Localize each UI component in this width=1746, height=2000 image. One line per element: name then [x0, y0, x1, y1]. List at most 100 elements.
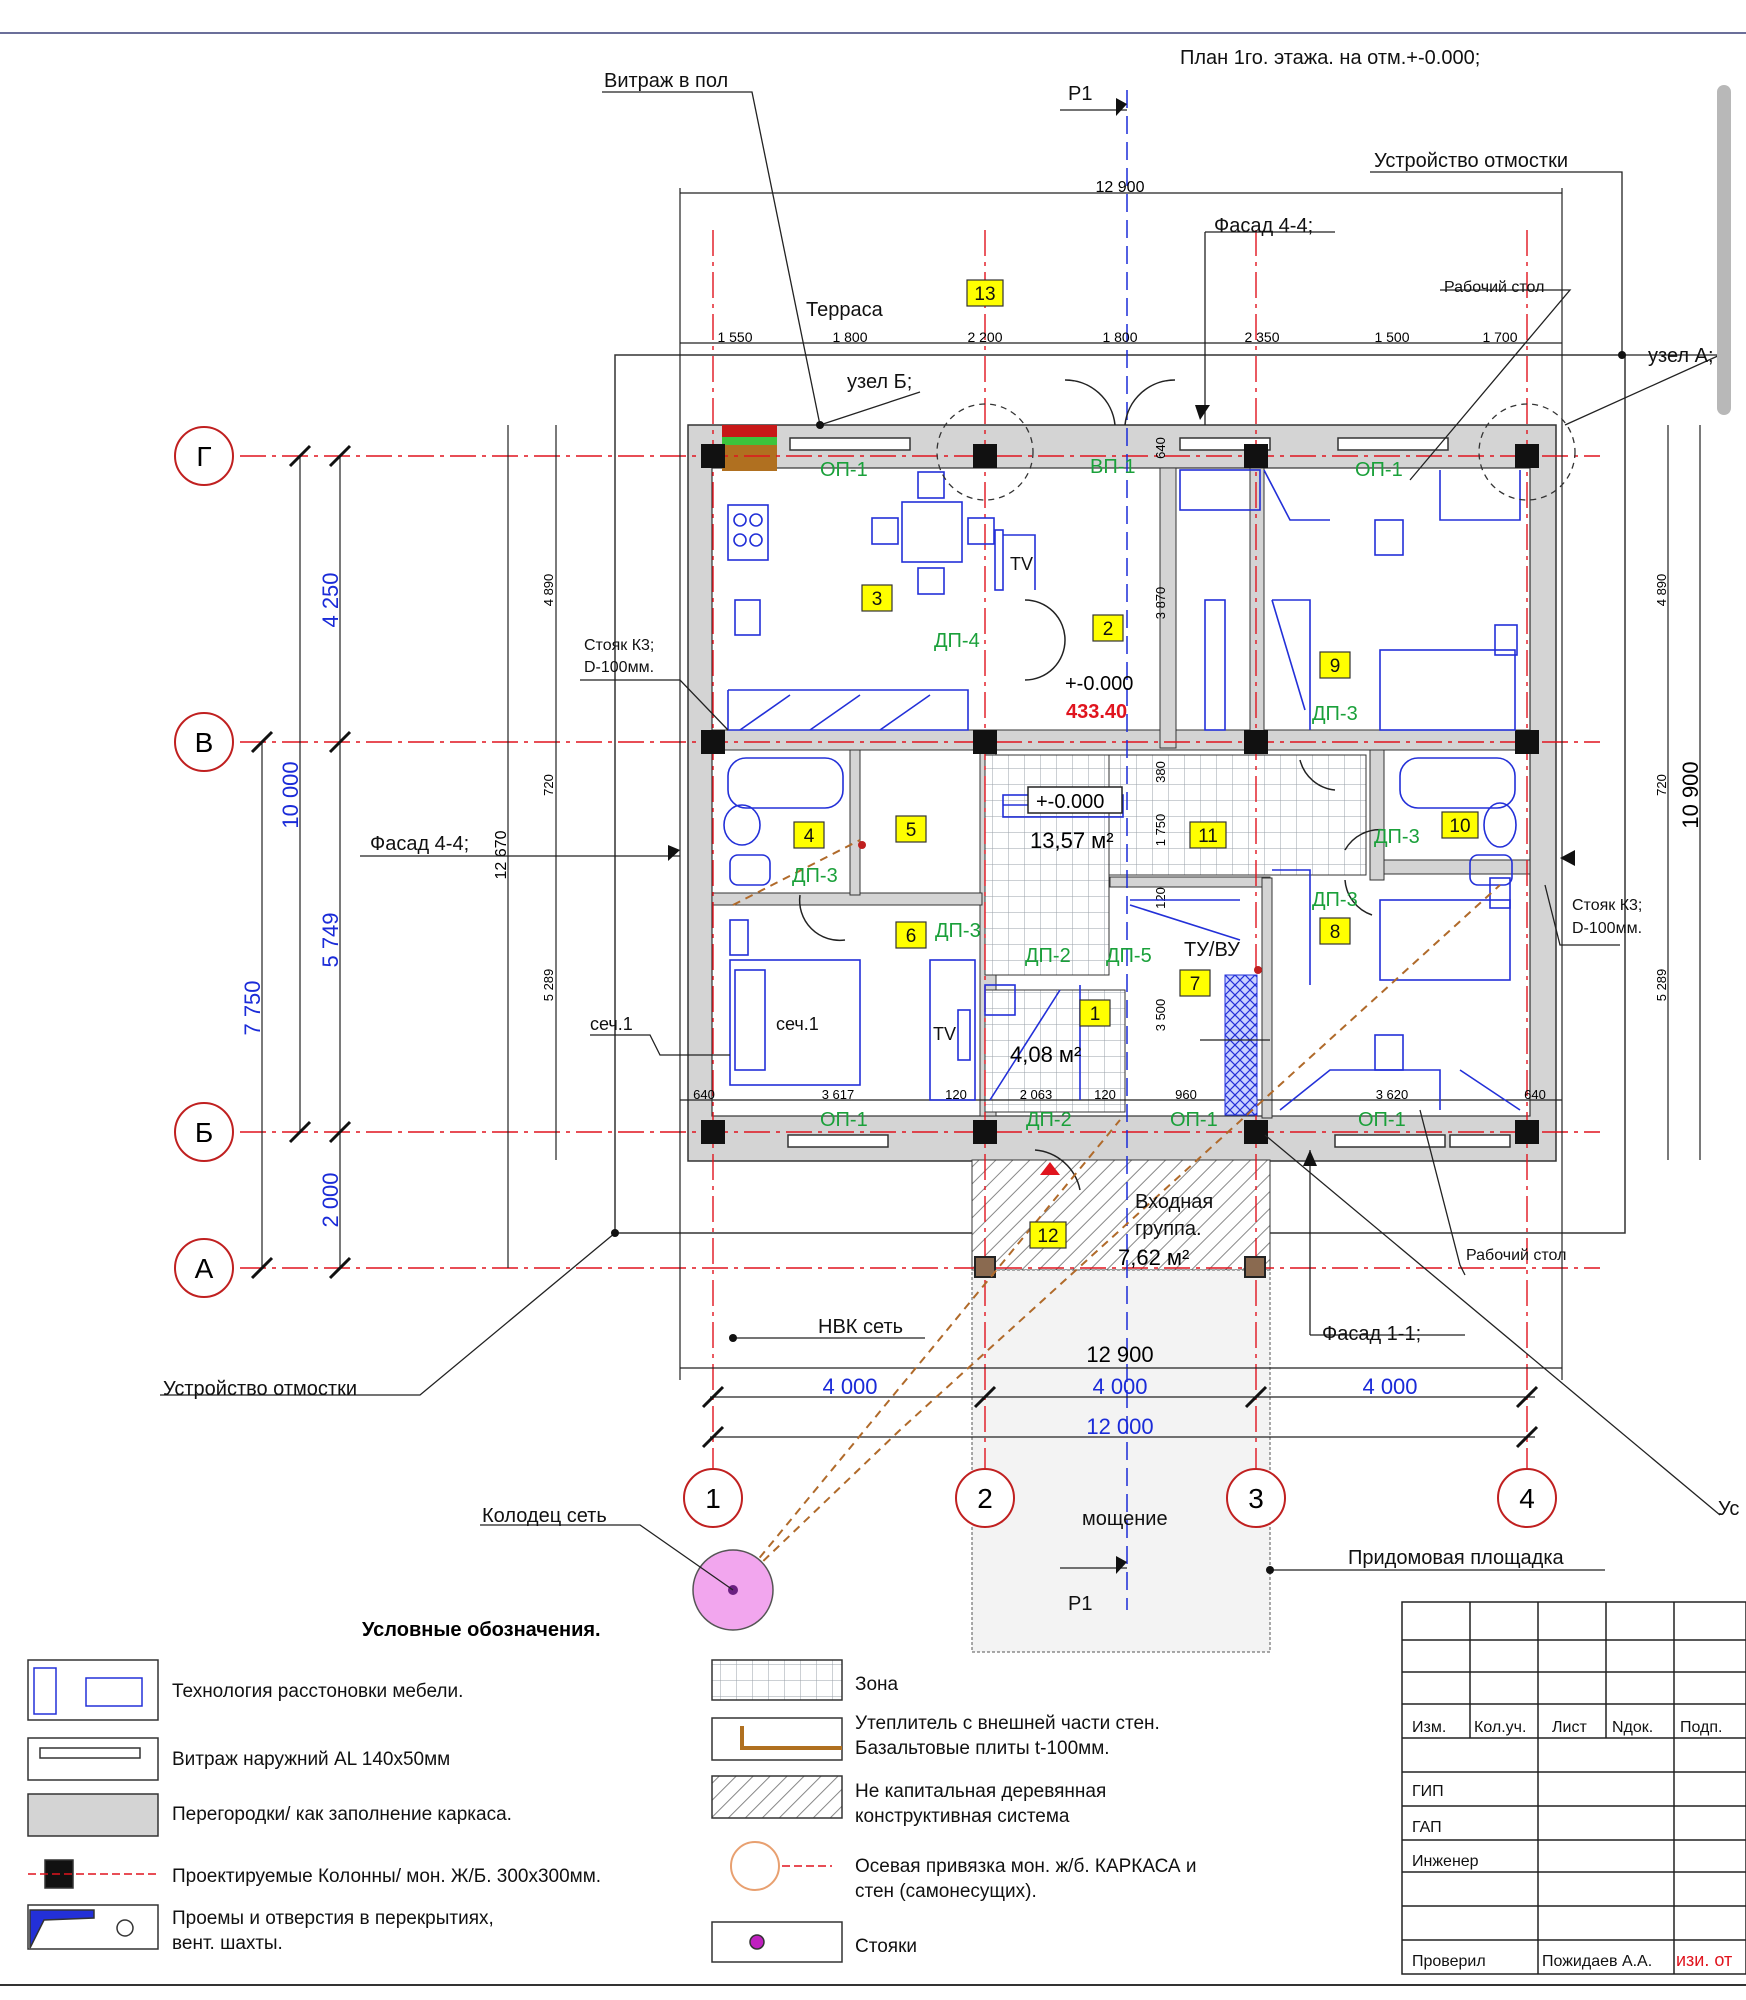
level-abs: 433.40 — [1066, 701, 1127, 723]
node-b-circle — [936, 403, 1034, 501]
svg-text:Зона: Зона — [855, 1674, 899, 1695]
svg-text:ДП-3: ДП-3 — [792, 865, 838, 887]
svg-text:4 000: 4 000 — [1362, 1374, 1417, 1399]
svg-text:Витраж наружний AL 140х50мм: Витраж наружний AL 140х50мм — [172, 1749, 450, 1770]
room-tags — [793, 279, 1479, 1249]
dim-bottom-inner: 640 3 617 120 2 063 120 960 3 620 640 — [693, 1087, 1546, 1102]
door-swings — [798, 379, 1386, 1191]
svg-text:4 890: 4 890 — [541, 574, 556, 607]
svg-text:720: 720 — [541, 774, 556, 796]
axis-col-label: 4 — [1519, 1483, 1535, 1514]
riser-dot — [1254, 966, 1262, 974]
svg-text:120: 120 — [1094, 1087, 1116, 1102]
svg-text:3 620: 3 620 — [1376, 1087, 1409, 1102]
svg-text:4: 4 — [804, 826, 815, 847]
room-numbers: 1 2 3 4 5 6 7 8 9 10 11 12 13 — [804, 284, 1471, 1247]
svg-text:13: 13 — [974, 284, 995, 305]
sewer-line-2 — [732, 1119, 1121, 1591]
svg-text:2 000: 2 000 — [318, 1172, 343, 1227]
vitrazh-red — [722, 425, 777, 437]
area-hall: 13,57 м² — [1030, 828, 1114, 853]
svg-text:380: 380 — [1153, 761, 1168, 783]
terrace-label: Терраса — [806, 299, 884, 321]
node-a-label: узел А; — [1648, 345, 1714, 367]
svg-text:8: 8 — [1330, 922, 1341, 943]
svg-text:Проемы и отверстия в перекрыти: Проемы и отверстия в перекрытиях, — [172, 1908, 494, 1929]
vitrazh-green — [722, 437, 777, 445]
svg-text:Стояки: Стояки — [855, 1936, 917, 1957]
svg-text:Кол.уч.: Кол.уч. — [1474, 1719, 1526, 1736]
dim-bottom-blue: 4 000 4 000 4 000 12 000 — [822, 1374, 1417, 1439]
level-hall-box — [1027, 786, 1123, 814]
svg-text:5 289: 5 289 — [541, 969, 556, 1002]
svg-text:Проектируемые Колонны/ мон. Ж/: Проектируемые Колонны/ мон. Ж/Б. 300х300… — [172, 1866, 601, 1887]
svg-text:ГИП: ГИП — [1412, 1783, 1444, 1800]
svg-text:ДП-2: ДП-2 — [1026, 1109, 1072, 1131]
vertical-scrollbar[interactable] — [1717, 85, 1731, 415]
stoyak-right-label-2: D-100мм. — [1572, 920, 1642, 937]
otmostka-bottom-label: Устройство отмостки — [163, 1378, 357, 1400]
stoyak-left-label-2: D-100мм. — [584, 659, 654, 676]
svg-text:2 063: 2 063 — [1020, 1087, 1053, 1102]
svg-text:7: 7 — [1190, 974, 1201, 995]
svg-text:3 870: 3 870 — [1153, 587, 1168, 620]
svg-text:Подп.: Подп. — [1680, 1719, 1723, 1736]
callout-texts: Витраж в пол Р1 Устройство отмостки Фаса… — [163, 70, 1739, 1615]
dim-mid-vertical: 3 870 1 750 3 500 640 380 120 — [1153, 437, 1168, 1031]
svg-text:ОП-1: ОП-1 — [820, 459, 868, 481]
svg-text:5 749: 5 749 — [318, 912, 343, 967]
svg-text:стен (самонесущих).: стен (самонесущих). — [855, 1881, 1037, 1902]
svg-text:120: 120 — [945, 1087, 967, 1102]
stoyak-right-label: Стояк К3; — [1572, 897, 1642, 914]
svg-text:ГАП: ГАП — [1412, 1819, 1442, 1836]
svg-text:5: 5 — [906, 820, 917, 841]
dim-left-black-total: 12 670 — [493, 830, 510, 879]
svg-text:3 617: 3 617 — [822, 1087, 855, 1102]
axis-row-label: Б — [195, 1117, 213, 1148]
tuvu-label: ТУ/ВУ — [1184, 939, 1240, 961]
ventilation-shaft — [1224, 974, 1258, 1116]
plan-title: План 1го. этажа. на отм.+-0.000; — [1180, 47, 1480, 69]
legend-swatches — [27, 1659, 843, 1963]
opening-labels: ОП-1 ВП-1 ОП-1 ДП-4 ДП-3 ДП-3 ДП-3 ДП-2 … — [792, 456, 1420, 1131]
svg-text:2 350: 2 350 — [1244, 329, 1279, 345]
fasad44-left-label: Фасад 4-4; — [370, 833, 469, 855]
svg-text:Изм.: Изм. — [1412, 1719, 1446, 1736]
svg-text:вент. шахты.: вент. шахты. — [172, 1933, 283, 1954]
svg-text:ДП-3: ДП-3 — [1312, 889, 1358, 911]
svg-text:2 200: 2 200 — [967, 329, 1002, 345]
dim-right-total: 10 900 — [1678, 761, 1703, 828]
svg-text:1 500: 1 500 — [1374, 329, 1409, 345]
tv-label: TV — [933, 1024, 956, 1044]
svg-text:6: 6 — [906, 926, 917, 947]
svg-text:3 500: 3 500 — [1153, 999, 1168, 1032]
p1-bottom-label: Р1 — [1068, 1593, 1092, 1615]
wc-tile-zone — [984, 989, 1126, 1113]
svg-text:4 250: 4 250 — [318, 572, 343, 627]
stamp-text: Изм. Кол.уч. Лист Nдок. Подп. ГИП ГАП Ин… — [1412, 1719, 1732, 1970]
otmostka-top-label: Устройство отмостки — [1374, 150, 1568, 172]
col-axis-bubbles: 1 2 3 4 — [683, 1468, 1557, 1528]
dim-bottom-total: 12 900 — [1086, 1342, 1153, 1367]
dim-left-inner: 4 890 720 5 289 — [541, 574, 556, 1002]
svg-text:640: 640 — [693, 1087, 715, 1102]
entry-label-2: группа. — [1135, 1218, 1202, 1240]
svg-text:ДП-2: ДП-2 — [1025, 945, 1071, 967]
svg-text:ДП-5: ДП-5 — [1106, 945, 1152, 967]
fasad11-label: Фасад 1-1; — [1322, 1323, 1421, 1345]
svg-text:Технология расстоновки мебели.: Технология расстоновки мебели. — [172, 1681, 463, 1702]
svg-text:Инженер: Инженер — [1412, 1853, 1479, 1870]
svg-text:1 800: 1 800 — [832, 329, 867, 345]
area-entry: 7,62 м² — [1118, 1245, 1189, 1270]
svg-text:640: 640 — [1153, 437, 1168, 459]
stoyak-left-label: Стояк К3; — [584, 637, 654, 654]
node-a-circle — [1478, 403, 1576, 501]
svg-text:1 800: 1 800 — [1102, 329, 1137, 345]
cut-label: Ус — [1718, 1498, 1739, 1520]
svg-text:640: 640 — [1524, 1087, 1546, 1102]
svg-text:1 550: 1 550 — [717, 329, 752, 345]
svg-text:ВП-1: ВП-1 — [1090, 456, 1136, 478]
svg-text:12 000: 12 000 — [1086, 1414, 1153, 1439]
dimension-ticks — [250, 444, 1539, 1449]
svg-text:Утеплитель с внешней части сте: Утеплитель с внешней части стен. — [855, 1713, 1160, 1734]
